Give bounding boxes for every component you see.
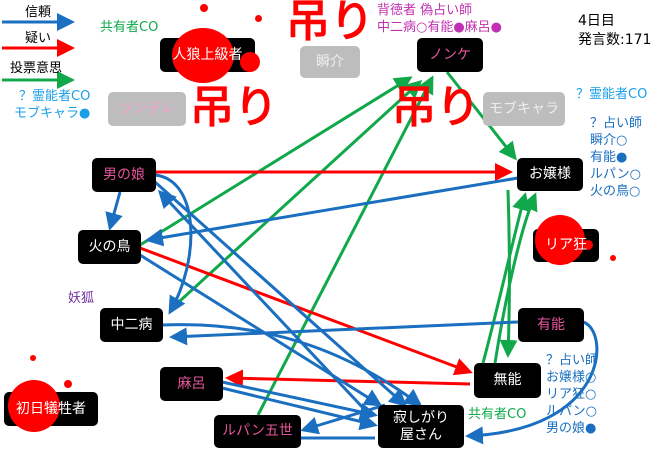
doubt-arrow: [225, 369, 471, 388]
vote-arrow: [168, 79, 423, 312]
note-line: 背徳者 偽占い師: [377, 3, 473, 18]
hang-mark: 吊り: [286, 0, 374, 47]
note-line: 中二病○有能●麻呂●: [377, 20, 503, 35]
doubt-arrow: [139, 246, 473, 376]
vote-arrow: [493, 192, 538, 364]
trust-arrow: [300, 403, 386, 435]
munou-co-note: 共有者CO: [468, 407, 527, 422]
node-jinro[interactable]: 人狼上級者: [172, 46, 243, 63]
legend-doubt-label: 疑い: [25, 31, 52, 46]
node-lupin[interactable]: ルパン五世: [214, 415, 301, 448]
note-line: ？占い師: [590, 116, 643, 131]
note-line: 瞬介○: [590, 133, 628, 148]
node-tsundere[interactable]: ツンデレ: [108, 92, 186, 126]
node-ojousama[interactable]: お嬢様: [517, 158, 583, 191]
node-yuunou[interactable]: 有能: [518, 308, 584, 342]
jinro-co-note: 共有者CO: [100, 20, 159, 35]
nonke-note: 背徳者 偽占い師 中二病○有能●麻呂●: [377, 2, 502, 36]
vote-arrow: [499, 189, 518, 358]
trust-arrow: [221, 386, 378, 431]
note-line: ルパン○: [546, 404, 597, 419]
node-shonichi[interactable]: 初日犠牲者: [16, 400, 86, 417]
node-maro[interactable]: 麻呂: [160, 367, 223, 401]
yuunou-note: ？占い師 お嬢様○ リア狂○ ルパン○ 男の娘●: [546, 352, 598, 437]
trust-arrow: [465, 320, 599, 445]
node-riakyou[interactable]: リア狂: [545, 237, 587, 253]
note-line: 有能●: [590, 150, 628, 165]
node-shunsuke[interactable]: 瞬介: [300, 46, 360, 78]
node-hinotori[interactable]: 火の鳥: [78, 230, 141, 264]
trust-arrow: [139, 253, 383, 407]
trust-arrow: [221, 380, 378, 421]
vote-arrow: [256, 75, 434, 416]
legend-vote-label: 投票意思: [10, 61, 63, 76]
note-line: リア狂○: [546, 387, 597, 402]
vote-arrow: [445, 71, 517, 161]
node-nonke[interactable]: ノンケ: [417, 38, 483, 72]
trust-arrow: [154, 173, 193, 315]
note-line: 火の鳥○: [590, 184, 641, 199]
trust-arrow: [161, 323, 423, 407]
trust-arrow: [105, 191, 123, 231]
note-line: ？霊能者CO: [19, 89, 91, 104]
node-otokonoko[interactable]: 男の娘: [92, 158, 156, 192]
ojousama-note: ？占い師 瞬介○ 有能● ルパン○ 火の鳥○: [590, 115, 642, 200]
mob-co-note: ？霊能者CO: [576, 87, 648, 102]
node-munou[interactable]: 無能: [474, 363, 541, 398]
node-chuunibyou[interactable]: 中二病: [100, 308, 163, 342]
note-line: 男の娘●: [546, 421, 597, 436]
hang-mark: 吊り: [190, 82, 278, 133]
node-mobchara[interactable]: モブキャラ: [483, 92, 565, 126]
note-line: ？占い師: [546, 353, 599, 368]
note-line: お嬢様○: [546, 370, 597, 385]
trust-arrow: [169, 320, 519, 346]
note-line: モブキャラ●: [14, 106, 91, 121]
chuuni-note: 妖狐: [68, 291, 95, 306]
tsundere-note: ？霊能者CO モブキャラ●: [14, 88, 90, 122]
post-count: 発言数:171: [578, 32, 652, 48]
hang-mark: 吊り: [392, 82, 480, 133]
legend-trust-label: 信頼: [25, 5, 52, 20]
day-label: 4日目: [578, 13, 615, 29]
status: 4日目 発言数:171: [578, 12, 651, 50]
node-sabishigari[interactable]: 寂しがり屋さん: [378, 405, 464, 448]
note-line: ルパン○: [590, 167, 641, 182]
trust-arrow: [145, 176, 519, 247]
